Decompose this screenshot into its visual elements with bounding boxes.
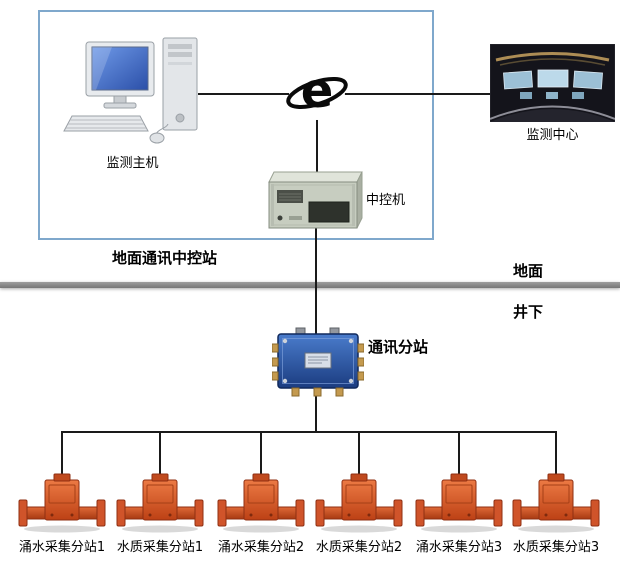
surface-underground-divider <box>0 282 620 288</box>
monitoring-host-node: 监测主机 <box>60 30 205 171</box>
underground-label: 井下 <box>513 303 544 321</box>
svg-text:e: e <box>301 63 334 119</box>
device-node-1: 涌水采集分站1 <box>12 470 112 555</box>
substation-label: 通讯分站 <box>368 338 429 356</box>
communication-substation-node <box>272 326 364 398</box>
device-label-6: 水质采集分站3 <box>512 540 600 555</box>
ground-station-label: 地面通讯中控站 <box>112 249 218 267</box>
monitoring-room-photo <box>490 44 615 122</box>
device-label-1: 涌水采集分站1 <box>18 540 106 555</box>
device-node-5: 涌水采集分站3 <box>409 470 509 555</box>
flow-sensor-icon <box>215 470 307 534</box>
internet-e-icon: e <box>286 63 348 120</box>
internet-node: e <box>285 60 349 124</box>
flow-sensor-icon <box>114 470 206 534</box>
flow-sensor-icon <box>313 470 405 534</box>
monitoring-center-label: 监测中心 <box>526 128 579 143</box>
device-label-2: 水质采集分站1 <box>116 540 204 555</box>
rack-server-icon <box>268 171 363 229</box>
monitoring-host-label: 监测主机 <box>106 156 159 171</box>
flow-sensor-icon <box>16 470 108 534</box>
device-node-2: 水质采集分站1 <box>110 470 210 555</box>
monitoring-center-node: 监测中心 <box>490 44 615 143</box>
flow-sensor-icon <box>413 470 505 534</box>
surface-label: 地面 <box>513 262 544 280</box>
desktop-computer-icon <box>63 37 198 144</box>
junction-box-icon <box>272 327 364 397</box>
device-node-6: 水质采集分站3 <box>506 470 606 555</box>
device-node-4: 水质采集分站2 <box>309 470 409 555</box>
device-label-5: 涌水采集分站3 <box>415 540 503 555</box>
device-label-4: 水质采集分站2 <box>315 540 403 555</box>
ground-station-boundary-box <box>38 10 434 240</box>
control-machine-label: 中控机 <box>366 193 406 208</box>
flow-sensor-icon <box>510 470 602 534</box>
control-machine-node <box>263 166 363 232</box>
device-node-3: 涌水采集分站2 <box>211 470 311 555</box>
device-label-3: 涌水采集分站2 <box>217 540 305 555</box>
